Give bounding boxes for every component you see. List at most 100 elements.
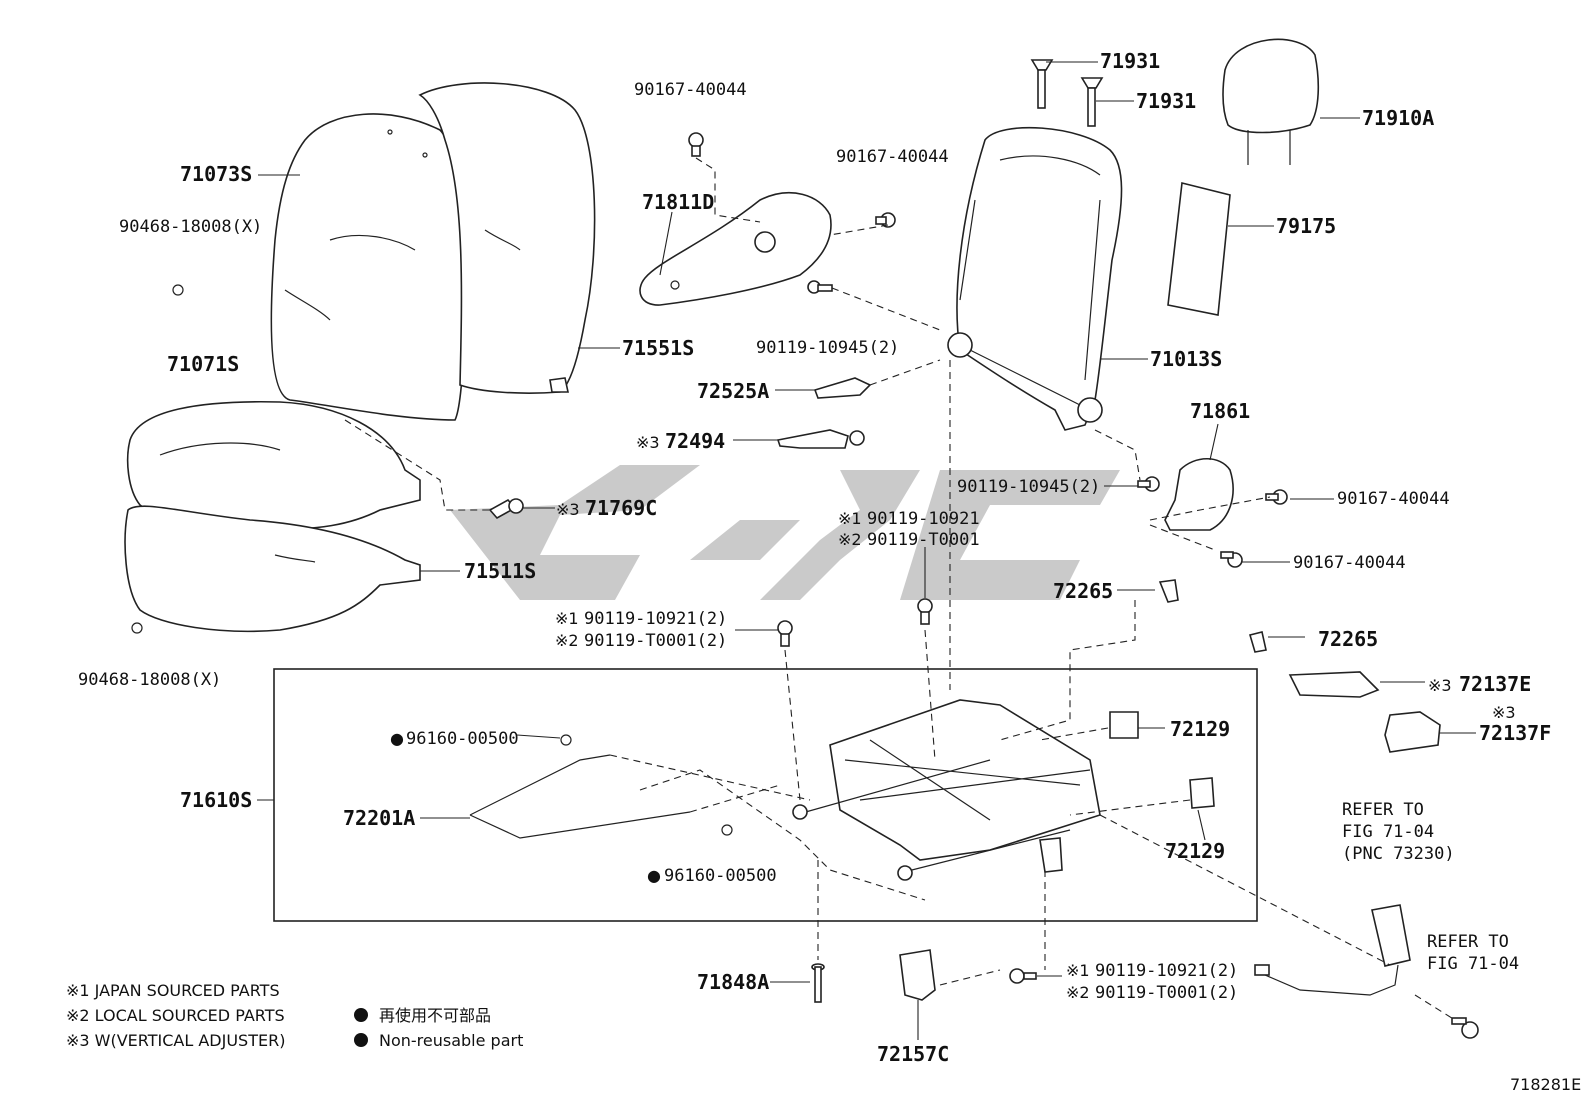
seat-back-cover-part — [270, 113, 468, 421]
clip-72265-b-part — [1248, 631, 1267, 653]
callout-clip-bottom: 90468-18008(X) — [78, 670, 221, 690]
cover-71861-part — [1164, 458, 1234, 531]
refer-a-line3: (PNC 73230) — [1342, 844, 1455, 864]
cover-72137f-part — [1384, 711, 1441, 753]
callout-bolt-left-2: 90119-T0001(2) — [584, 631, 727, 651]
refer-a-line1: REFER TO — [1342, 800, 1424, 820]
callout-washer-top: 96160-00500 — [406, 729, 519, 749]
callout-bolt-c: 90167-40044 — [1337, 489, 1450, 509]
callout-72157c: 72157C — [877, 1042, 949, 1066]
mark-note1-c: ※1 — [1066, 961, 1090, 980]
assembly-guides — [344, 157, 1456, 1021]
clip-bottom-part — [131, 622, 143, 634]
mark-note3-a: ※3 — [556, 500, 580, 519]
callout-bolt-bottom-2: 90119-T0001(2) — [1095, 983, 1238, 1003]
cover-71811d-part — [639, 192, 832, 306]
cap-72129-a-part — [1109, 711, 1139, 739]
bolt-left-part — [777, 620, 793, 647]
callout-72129-b: 72129 — [1165, 839, 1225, 863]
callout-72494: 72494 — [665, 429, 725, 453]
legend-note1: ※1 JAPAN SOURCED PARTS — [66, 981, 280, 1000]
callout-screw-b: 90119-10945(2) — [957, 477, 1100, 497]
callout-72137e: 72137E — [1459, 672, 1531, 696]
callout-71073s: 71073S — [180, 162, 252, 186]
callout-71511s: 71511S — [464, 559, 536, 583]
bolt-b-part — [875, 212, 896, 228]
lever-72494-part — [776, 429, 865, 449]
seat-belt-buckle-part — [1254, 904, 1411, 996]
legend-note3: ※3 W(VERTICAL ADJUSTER) — [66, 1031, 285, 1050]
callout-72525a: 72525A — [697, 379, 769, 403]
mark-note1-a: ※1 — [838, 509, 862, 528]
screw-b-part — [1137, 476, 1160, 492]
mark-nonreusable-b: ● — [647, 866, 661, 885]
callout-72265-a: 72265 — [1053, 579, 1113, 603]
callout-71071s: 71071S — [167, 352, 239, 376]
callout-71861: 71861 — [1190, 399, 1250, 423]
watermark-logo — [450, 465, 1120, 600]
wire-72201a-part — [469, 734, 733, 839]
bolt-a-part — [688, 132, 704, 157]
bolt-refer-part — [1451, 1017, 1479, 1039]
bolt-center-part — [917, 598, 933, 625]
board-79175-part — [1167, 182, 1231, 316]
pin-71848a-part — [811, 963, 825, 1003]
callout-bolt-b: 90167-40044 — [836, 147, 949, 167]
callout-bolt-center-1: 90119-10921 — [867, 509, 980, 529]
guide-71931-a-part — [1030, 59, 1054, 109]
callout-71013s: 71013S — [1150, 347, 1222, 371]
clip-top-part — [172, 284, 184, 296]
callout-71848a: 71848A — [697, 970, 769, 994]
callout-clip-top: 90468-18008(X) — [119, 217, 262, 237]
bolt-c-part — [1265, 489, 1288, 505]
callout-71610s: 71610S — [180, 788, 252, 812]
seat-back-pad-part — [418, 82, 596, 394]
lever-72525a-part — [813, 377, 872, 399]
callout-79175: 79175 — [1276, 214, 1336, 238]
screw-a-part — [807, 280, 833, 294]
clip-72265-a-part — [1158, 579, 1179, 603]
headrest-part — [1222, 38, 1320, 165]
mark-note3-b: ※3 — [636, 433, 660, 452]
leader-lines — [257, 61, 1476, 1040]
callout-bolt-a: 90167-40044 — [634, 80, 747, 100]
mark-note2-b: ※2 — [555, 631, 579, 650]
mark-note3-c: ※3 — [1428, 676, 1452, 695]
legend-en: Non-reusable part — [379, 1031, 523, 1050]
legend-jp: 再使用不可部品 — [379, 1006, 491, 1025]
callout-72129-a: 72129 — [1170, 717, 1230, 741]
knob-71769c-part — [488, 498, 524, 520]
legend-note2: ※2 LOCAL SOURCED PARTS — [66, 1006, 285, 1025]
mark-note3-d: ※3 — [1492, 703, 1516, 722]
seat-cushion-pad-part — [124, 505, 421, 633]
bolt-d-part — [1220, 551, 1243, 568]
callout-72201a: 72201A — [343, 806, 415, 830]
callout-71811d: 71811D — [642, 190, 714, 214]
frame-71013s-part — [947, 126, 1123, 431]
callout-71910a: 71910A — [1362, 106, 1434, 130]
callout-71769c: 71769C — [585, 496, 657, 520]
callout-71931-b: 71931 — [1136, 89, 1196, 113]
bolt-bottom-part — [1009, 968, 1037, 984]
callout-bolt-left-1: 90119-10921(2) — [584, 609, 727, 629]
seat-adjuster-part — [792, 699, 1101, 881]
callout-bolt-center-2: 90119-T0001 — [867, 530, 980, 550]
legend-nonreusable-dot-b — [354, 1033, 368, 1047]
callout-bolt-d: 90167-40044 — [1293, 553, 1406, 573]
mark-note1-b: ※1 — [555, 609, 579, 628]
cover-72137e-part — [1288, 671, 1380, 698]
diagram-id: 718281E — [1510, 1075, 1581, 1094]
callout-71551s: 71551S — [622, 336, 694, 360]
mark-nonreusable-a: ● — [390, 729, 404, 748]
legend-nonreusable-dot-a — [354, 1008, 368, 1022]
mark-note2-c: ※2 — [1066, 983, 1090, 1002]
refer-b-line1: REFER TO — [1427, 932, 1509, 952]
callout-71931-a: 71931 — [1100, 49, 1160, 73]
cover-72157c-part — [899, 949, 936, 1001]
callout-screw-a: 90119-10945(2) — [756, 338, 899, 358]
mark-note2-a: ※2 — [838, 530, 862, 549]
refer-b-line2: FIG 71-04 — [1427, 954, 1519, 974]
refer-a-line2: FIG 71-04 — [1342, 822, 1434, 842]
